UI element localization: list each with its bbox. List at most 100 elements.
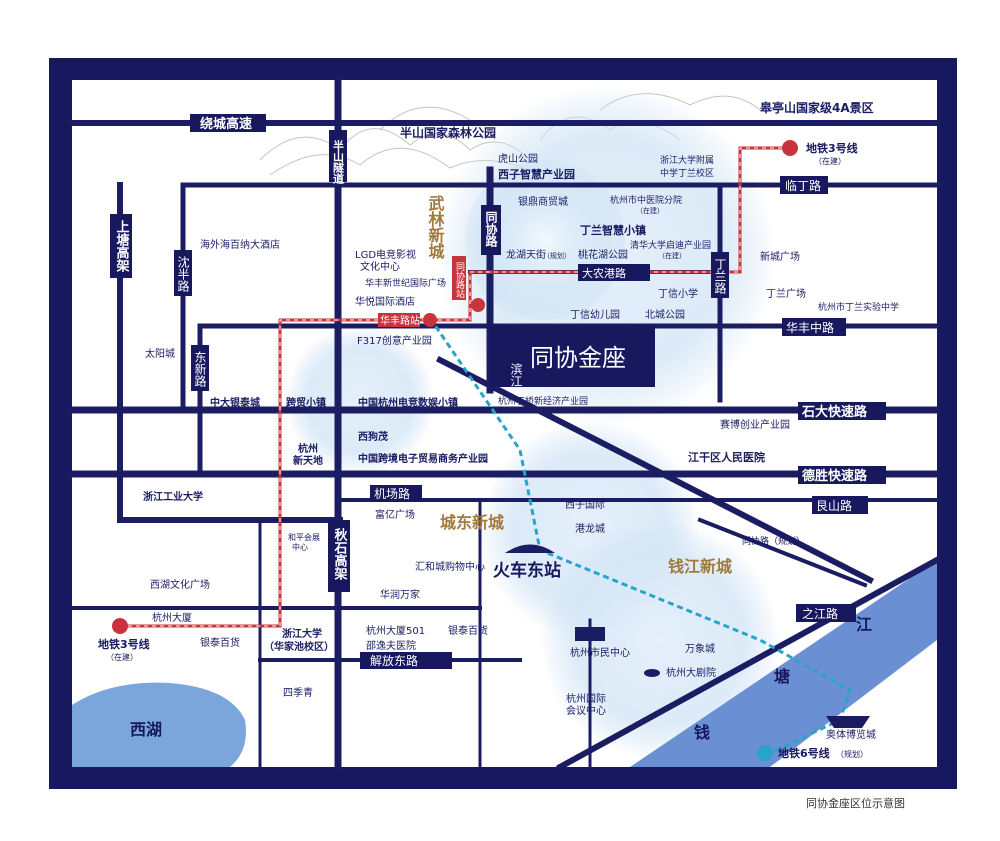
poi-dingxin-school: 丁信小学 [658, 287, 698, 300]
metro-labels: 地铁3号线 （在建） 地铁3号线 （在建） 地铁6号线 （规划） 华丰路站 同协… [98, 141, 868, 760]
huafeng-station-label: 华丰路站 [380, 314, 420, 327]
poi-saibo: 赛博创业产业园 [720, 418, 790, 431]
district-wulin: 武林新城 [426, 194, 445, 260]
poi-intl-conf: 杭州国际 [566, 692, 606, 705]
poi-xintiandi2: 新天地 [293, 454, 323, 467]
road-zhijiang: 之江路 [802, 606, 838, 621]
road-dongxin: 东新路 [193, 351, 207, 388]
road-desheng: 德胜快速路 [802, 468, 868, 484]
district-chengdong: 城东新城 [440, 513, 504, 532]
poi-xizi-intl: 西子国际 [565, 499, 605, 511]
line6-status: （规划） [836, 749, 868, 759]
road-linding: 临丁路 [785, 178, 821, 193]
poi-huafeng-plaza: 华丰新世纪国际广场 [365, 277, 446, 289]
poi-olympic: 奥体博览城 [826, 728, 876, 741]
poi-wanxiang: 万象城 [685, 643, 715, 655]
qiantang-river [630, 560, 937, 767]
poi-beicheng: 北城公园 [645, 309, 685, 321]
poi-huihe: 汇和城购物中心 [415, 560, 485, 573]
map-caption: 同协金座区位示意图 [806, 797, 905, 810]
poi-hzds: 杭州大厦 [152, 611, 192, 624]
poi-qinghua: 清华大学启迪产业园 [630, 239, 711, 251]
poi-gaoting: 皋亭山国家级4A景区 [760, 100, 874, 115]
poi-hushan: 虎山公园 [498, 153, 538, 165]
river-char-qian: 钱 [694, 723, 710, 742]
poi-haiwai: 海外海百纳大酒店 [200, 238, 280, 251]
poi-civic: 杭州市民中心 [570, 646, 630, 659]
road-danong: 大农港路 [582, 266, 626, 280]
road-tongxie-plan: 同协路（规划） [742, 535, 805, 547]
road-qiushi: 秋石高架 [332, 527, 349, 581]
poi-zju2: （华家池校区） [264, 640, 334, 653]
xihu-lake [72, 682, 246, 767]
poi-huayue: 华悦国际酒店 [355, 295, 415, 308]
road-jiefang: 解放东路 [370, 653, 418, 668]
poi-taohua: 桃花湖公园 [578, 248, 628, 261]
road-jichang: 机场路 [374, 486, 410, 501]
river-char-jiang: 江 [856, 615, 872, 634]
road-genshan: 艮山路 [816, 498, 852, 513]
grand-theatre-icon [644, 669, 660, 677]
poi-lgd: LGD电竞影视 [355, 248, 416, 261]
district-qianjiang: 钱江新城 [668, 557, 732, 576]
poi-longhu: 龙湖天街 [506, 248, 546, 261]
road-labels: 绕城高速 半山隧道 上塘高架 沈半路 东新路 同协路 丁兰路 临丁路 大农港路 … [110, 114, 886, 669]
poi-zjut: 浙江工业大学 [143, 490, 203, 503]
poi-yintai2: 银泰百货 [200, 636, 240, 649]
road-raocheng: 绕城高速 [200, 116, 252, 132]
poi-xizi-zhihui: 西子智慧产业园 [498, 167, 575, 181]
poi-hzds501: 杭州大厦501 [366, 624, 425, 637]
road-shida: 石大快速路 [801, 404, 868, 420]
poi-intl-conf2: 会议中心 [566, 704, 606, 717]
poi-jianggan: 江干区人民医院 [688, 450, 765, 464]
poi-xc-culture: 西湖文化广场 [150, 578, 210, 591]
poi-tcm-status: （在建） [636, 206, 664, 215]
civic-center-icon [575, 627, 605, 641]
poi-sijiqing: 四季青 [283, 686, 313, 699]
road-dingding: 丁兰路 [713, 258, 727, 295]
poi-xincheng: 新城广场 [760, 250, 800, 263]
poi-shiyan: 杭州市丁兰实验中学 [818, 301, 899, 313]
tongxie-station-label: 同协路站 [454, 262, 465, 299]
poi-fuyi: 富亿广场 [375, 508, 415, 521]
line6-terminal [757, 745, 773, 761]
poi-ganglong: 港龙城 [575, 522, 605, 535]
road-shangtang: 上塘高架 [114, 220, 131, 273]
metro-station-markers [112, 140, 798, 761]
poi-yinding: 银鼎商贸城 [518, 195, 568, 208]
poi-zj-attach: 浙江大学附属 [660, 154, 714, 166]
line3-label-west: 地铁3号线 [98, 637, 150, 651]
poi-xintiandi: 杭州 [298, 442, 318, 455]
road-shenban: 沈半路 [176, 255, 190, 293]
poi-shaoyifu: 邵逸夫医院 [366, 639, 416, 652]
train-station-icon [505, 544, 555, 553]
poi-dianjing: 中国杭州电竞数娱小镇 [358, 396, 458, 409]
poi-hepinghui: 和平会展 [288, 532, 320, 542]
poi-yintai: 银泰百货 [448, 624, 488, 637]
poi-zhongda: 中大银泰城 [210, 396, 260, 409]
line3-terminal-west [112, 618, 128, 634]
xihu-label: 西湖 [130, 720, 162, 739]
line3-status-west: （在建） [106, 652, 138, 662]
poi-longhu-status: （规划） [543, 251, 571, 260]
line3-label-east: 地铁3号线 [806, 141, 858, 155]
project-box [490, 325, 655, 387]
poi-jingji: 杭州丁桥新经济产业园 [498, 395, 588, 407]
district-labels: 武林新城 城东新城 钱江新城 [426, 194, 733, 576]
line3-terminal-east [782, 140, 798, 156]
poi-huarun: 华润万家 [380, 588, 420, 601]
poi-banshan: 半山国家森林公园 [400, 125, 496, 140]
poi-kuamao: 跨贸小镇 [286, 396, 326, 409]
huafeng-station-marker [423, 313, 437, 327]
poi-taiyang: 太阳城 [145, 347, 175, 360]
road-tongxie: 同协路 [484, 211, 498, 248]
line6-label: 地铁6号线 [778, 746, 830, 760]
poi-crossborder: 中国跨境电子贸易商务产业园 [358, 452, 488, 465]
poi-lgd2: 文化中心 [360, 260, 400, 273]
poi-qinghua-status: （在建） [658, 251, 686, 260]
poi-hepinghui2: 中心 [292, 542, 308, 552]
glow-circle-west [285, 325, 435, 475]
road-huafeng: 华丰中路 [786, 320, 834, 335]
olympic-center-icon [826, 716, 870, 728]
